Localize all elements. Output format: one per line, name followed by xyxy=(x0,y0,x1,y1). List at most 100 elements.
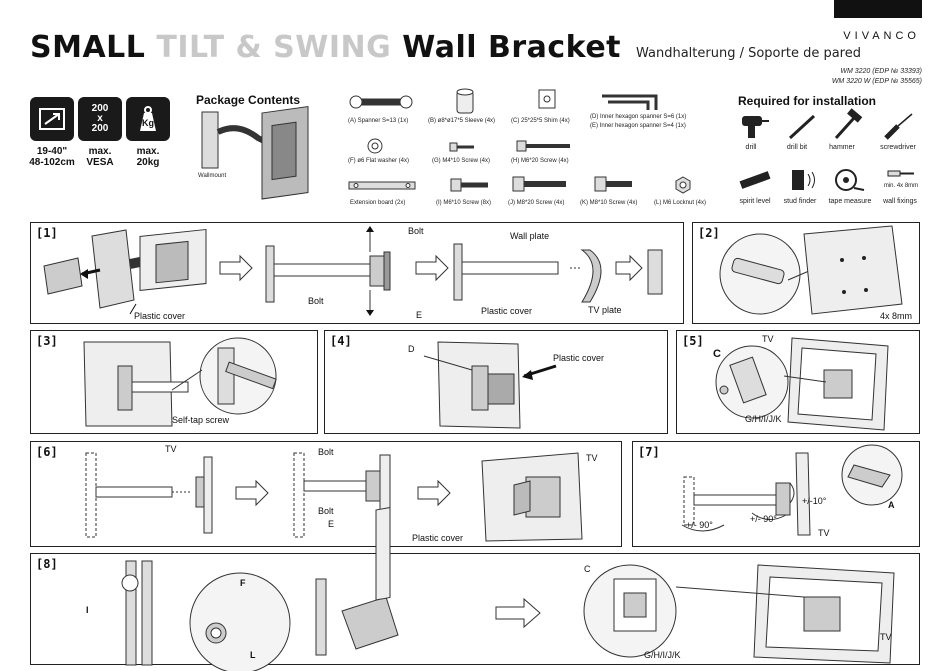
step-6-panel xyxy=(30,441,622,547)
item-a-label: (A) Spanner S=13 (1x) xyxy=(348,118,409,124)
step-7-swing-left-label: +/- 90° xyxy=(686,520,713,530)
item-g-label: (G) M4*10 Screw (4x) xyxy=(432,158,491,164)
locknut-icon xyxy=(675,176,691,194)
step-1-panel xyxy=(30,222,684,324)
step-8-label: [8] xyxy=(36,557,58,571)
svg-text:Kg: Kg xyxy=(142,118,154,128)
step-1-label: [1] xyxy=(36,226,58,240)
weight-label: max.20kg xyxy=(136,146,160,168)
brand-logo: VIVANCO xyxy=(843,30,920,42)
step-4-label: [4] xyxy=(330,334,352,348)
step-5-ghijk-label: G/H/I/J/K xyxy=(745,414,782,424)
step-8-diagram xyxy=(121,506,895,671)
item-f-label: (F) ø6 Flat washer (4x) xyxy=(348,158,410,164)
step-5-diagram xyxy=(715,337,889,431)
step-8-c-label: C xyxy=(584,564,591,574)
step-7-a-label: A xyxy=(888,500,895,510)
step-8-i-label: I xyxy=(86,605,89,615)
tool-wall-fixings-label: wall fixings xyxy=(883,198,917,205)
item-j-label: (J) M8*20 Screw (4x) xyxy=(508,200,565,206)
wall-fixings-note: min. 4x 8mm xyxy=(883,183,919,189)
step-3-diagram xyxy=(83,337,277,427)
tool-screwdriver-label: screwdriver xyxy=(880,144,916,151)
screen-size-icon xyxy=(30,97,74,141)
vesa-label: max.VESA xyxy=(86,146,114,168)
stud-finder-icon xyxy=(792,170,815,190)
step-7-swing-right-label: +/- 90° xyxy=(750,514,777,524)
step-4-panel xyxy=(324,330,668,434)
step-3-label: [3] xyxy=(36,334,58,348)
step-8-ghijk-label: G/H/I/J/K xyxy=(644,650,681,660)
item-i-label: (I) M6*10 Screw (8x) xyxy=(436,200,492,206)
step-1-bolt-left-label: Bolt xyxy=(308,296,324,306)
step-6-tv-2-label: TV xyxy=(586,453,598,463)
step-2-diagram xyxy=(719,225,903,315)
step-5-c-label: C xyxy=(713,348,721,360)
step-6-bolt-top-label: Bolt xyxy=(318,447,334,457)
step-1-tv-plate-label: TV plate xyxy=(588,305,622,315)
step-5-panel xyxy=(676,330,920,434)
step-2-panel xyxy=(692,222,920,324)
wallmount-illustration xyxy=(201,105,309,200)
hex-spanner-icon xyxy=(602,94,658,110)
tool-hammer-label: hammer xyxy=(829,144,855,151)
item-e-label: (E) Inner hexagon spanner S=4 (1x) xyxy=(590,123,686,129)
sleeve-icon xyxy=(456,88,474,114)
step-8-l-label: L xyxy=(250,650,256,660)
tool-drill-bit-label: drill bit xyxy=(786,144,808,151)
step-3-panel xyxy=(30,330,318,434)
shim-icon xyxy=(538,89,556,109)
step-7-label: [7] xyxy=(638,445,660,459)
wallmount-label: Wallmount xyxy=(198,173,227,179)
drill-icon xyxy=(742,116,769,138)
item-h-label: (H) M6*20 Screw (4x) xyxy=(511,158,569,164)
screwdriver-icon xyxy=(884,113,913,140)
title-subtitle: Wandhalterung / Soporte de pared xyxy=(635,46,861,61)
step-7-diagram xyxy=(681,444,903,536)
tool-stud-finder-label: stud finder xyxy=(783,198,817,205)
screw-j-icon xyxy=(512,176,566,192)
step-7-panel xyxy=(632,441,920,547)
model-number-2: WM 3220 W (EDP № 35565) xyxy=(831,78,922,85)
title-tilt-swing: TILT & SWING xyxy=(156,30,392,65)
wall-fixings-icon xyxy=(887,170,914,177)
screw-h-icon xyxy=(516,140,570,152)
step-5-tv-label: TV xyxy=(762,334,774,344)
item-l-label: (L) M6 Locknut (4x) xyxy=(654,200,707,206)
tool-spirit-level-label: spirit level xyxy=(739,198,771,205)
package-contents-heading: Package Contents xyxy=(196,93,301,107)
step-4-diagram xyxy=(423,341,557,429)
step-8-tv-label: TV xyxy=(880,632,892,642)
step-6-e-label: E xyxy=(328,519,335,529)
required-heading: Required for installation xyxy=(738,94,877,108)
brand-bar xyxy=(834,0,922,18)
step-2-label: [2] xyxy=(698,226,720,240)
screen-size-label: 19-40"48-102cm xyxy=(29,146,75,168)
step-4-plastic-cover-label: Plastic cover xyxy=(553,353,605,363)
step-6-bolt-bottom-label: Bolt xyxy=(318,506,334,516)
document-title: SMALL TILT & SWING Wall Bracket Wandhalt… xyxy=(30,30,861,65)
step-1-wall-plate-label: Wall plate xyxy=(510,231,550,241)
step-8-panel xyxy=(30,553,920,665)
weight-icon: Kg xyxy=(126,97,170,141)
item-c-label: (C) 25*25*5 Shim (4x) xyxy=(511,118,570,124)
extension-board-label: Extension board (2x) xyxy=(350,200,406,206)
step-1-diagram xyxy=(43,226,663,316)
spirit-level-icon xyxy=(739,171,771,189)
title-small: SMALL xyxy=(30,30,146,65)
step-4-d-label: D xyxy=(408,344,415,354)
washer-icon xyxy=(367,138,383,154)
step-6-diagram xyxy=(85,452,583,542)
item-d-label: (D) Inner hexagon spanner S=6 (1x) xyxy=(590,114,687,120)
step-2-size-label: 4x 8mm xyxy=(880,311,913,321)
step-1-plastic-cover-2-label: Plastic cover xyxy=(481,306,533,316)
step-1-plastic-cover-label: Plastic cover xyxy=(134,311,186,321)
step-6-tv-label: TV xyxy=(165,444,177,454)
title-wall-bracket: Wall Bracket xyxy=(402,30,622,65)
drill-bit-icon xyxy=(788,114,816,140)
screw-i-icon xyxy=(450,178,488,192)
step-6-label: [6] xyxy=(36,445,58,459)
model-number-1: WM 3220 (EDP № 33393) xyxy=(840,68,922,75)
tool-drill-label: drill xyxy=(745,144,757,151)
